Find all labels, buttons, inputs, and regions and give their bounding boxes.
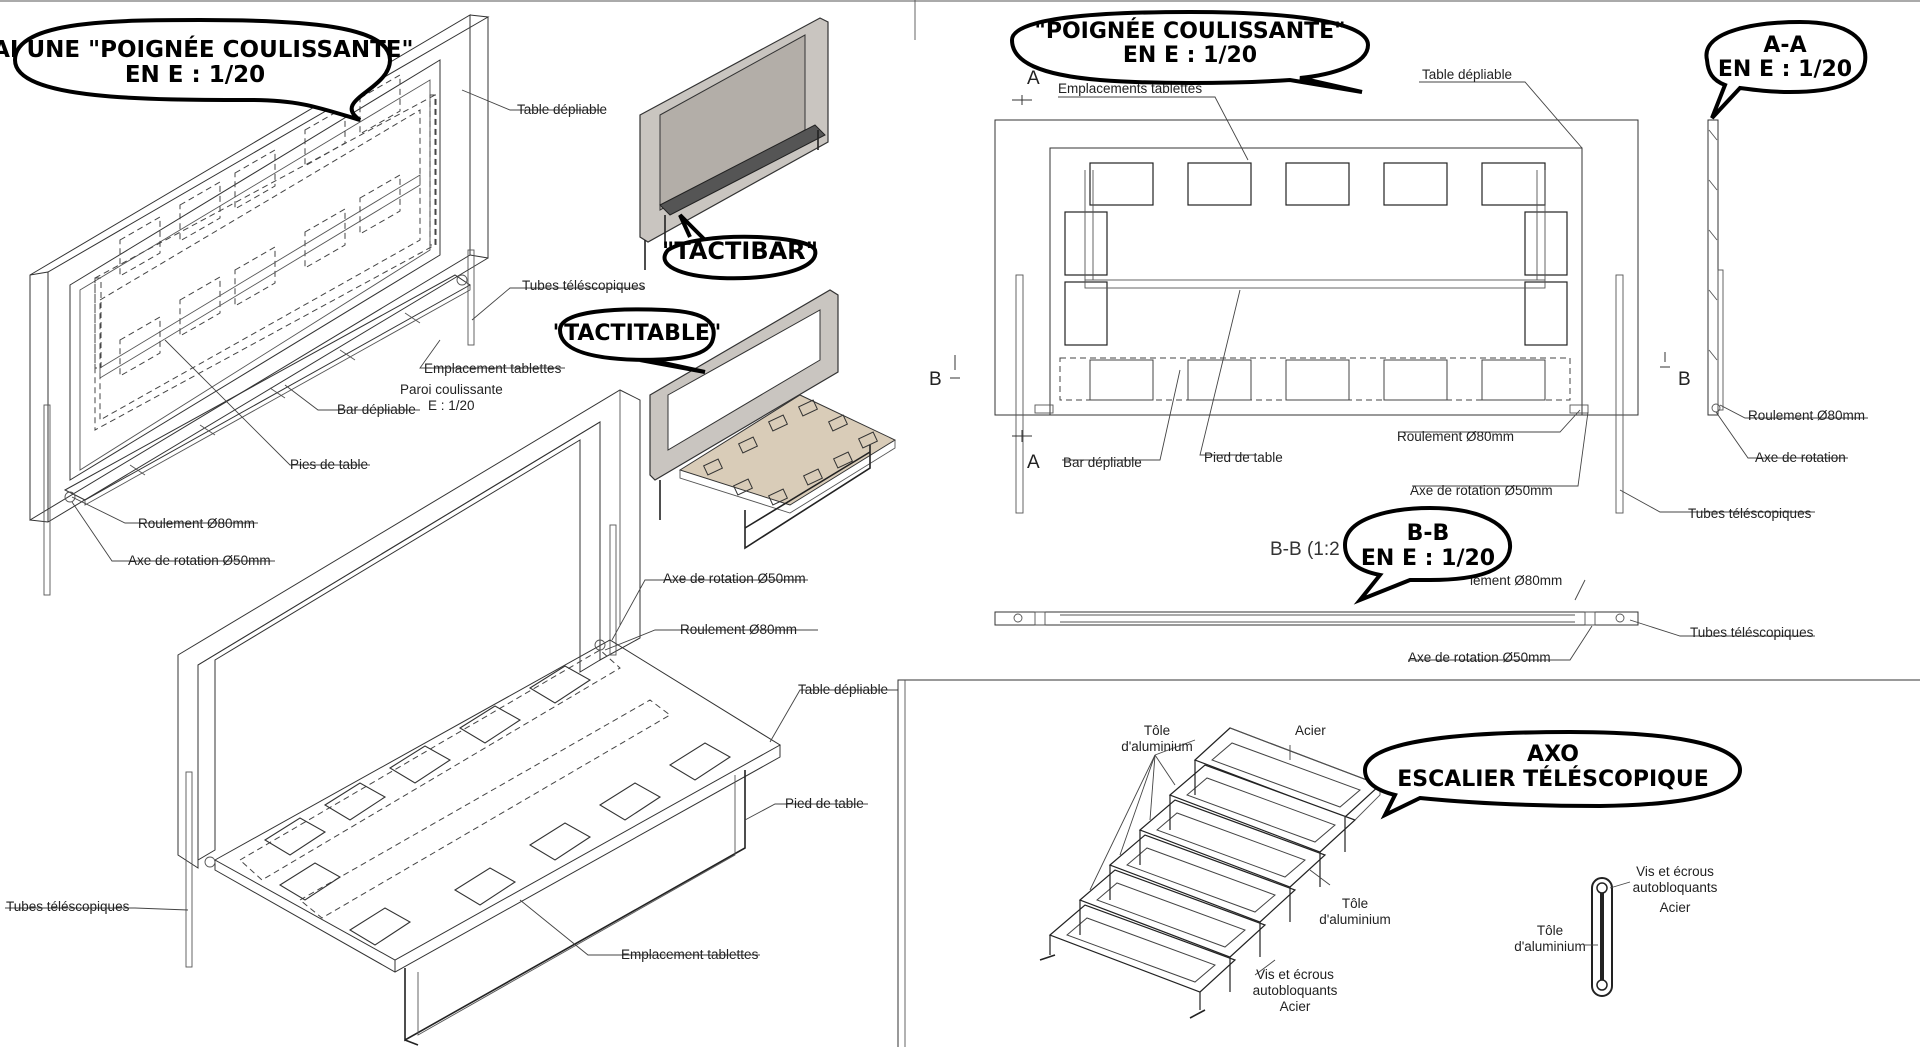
svg-text:J'AI UNE "POIGNÉE COULISSANTE": J'AI UNE "POIGNÉE COULISSANTE" — [0, 35, 413, 63]
bubble-section-bb: B-B EN E : 1/20 — [1342, 505, 1513, 605]
section-bb — [994, 611, 1639, 626]
bb-label-tubes: Tubes téléscopiques — [1690, 625, 1814, 640]
elev-label-bar: Bar dépliable — [1063, 455, 1142, 470]
iso2-label-emplacement: Emplacement tablettes — [621, 947, 759, 962]
svg-text:EN E : 1/20: EN E : 1/20 — [1123, 43, 1257, 68]
bracket-label-tole-1: Tôle — [1537, 923, 1563, 938]
svg-text:EN E : 1/20: EN E : 1/20 — [1361, 546, 1495, 571]
bb-title: B-B (1:2 — [1270, 539, 1340, 560]
elevation-view — [950, 95, 1670, 514]
bubble-tactibar: "TACTIBAR" — [662, 213, 818, 281]
svg-text:"TACTITABLE": "TACTITABLE" — [553, 321, 722, 346]
elev-label-axe: Axe de rotation Ø50mm — [1410, 483, 1553, 498]
elevation-tablets-top — [1064, 162, 1568, 346]
table-tablets — [263, 665, 732, 946]
bracket-label-tole-2: d'aluminium — [1514, 939, 1586, 954]
svg-text:EN E : 1/20: EN E : 1/20 — [125, 62, 265, 88]
stairs-leaders — [1089, 739, 1331, 976]
stairs-label-acier: Acier — [1295, 723, 1326, 738]
bracket-label-vis-1: Vis et écrous — [1636, 864, 1714, 879]
hidden-tablets-bottom — [119, 174, 401, 377]
tactitable-thumbnail — [649, 289, 897, 550]
iso2-label-axe: Axe de rotation Ø50mm — [663, 571, 806, 586]
unfolded-tabletop — [213, 639, 781, 961]
bracket-leaders — [1585, 881, 1631, 946]
iso1-label-emplacement: Emplacement tablettes — [424, 361, 562, 376]
elevation-wall — [994, 119, 1639, 416]
iso2-label-pied: Pied de table — [785, 796, 864, 811]
telescopic-tube — [185, 771, 193, 968]
svg-text:"POIGNÉE COULISSANTE": "POIGNÉE COULISSANTE" — [1034, 18, 1345, 44]
bracket-label-vis-3: Acier — [1660, 900, 1691, 915]
svg-text:A-A: A-A — [1763, 33, 1806, 58]
iso1-label-tubes: Tubes téléscopiques — [522, 278, 646, 293]
elev-label-tubes: Tubes téléscopiques — [1688, 506, 1812, 521]
bubble-tactitable: "TACTITABLE" — [553, 307, 722, 374]
cut-label-a-top: A — [1027, 68, 1040, 89]
elevation-tablets-bottom — [1089, 359, 1546, 401]
elev-label-pied: Pied de table — [1204, 450, 1283, 465]
iso1-label-paroi: Paroi coulissante — [400, 382, 503, 397]
telescopic-tube — [467, 249, 475, 346]
iso-view-folded — [29, 14, 490, 596]
stairs-panel — [897, 679, 1920, 1047]
iso1-label-axe: Axe de rotation Ø50mm — [128, 553, 271, 568]
iso1-label-echelle: E : 1/20 — [428, 398, 475, 413]
telescopic-tube — [1015, 274, 1024, 514]
aa-label-axe: Axe de rotation — [1755, 450, 1846, 465]
svg-text:B-B: B-B — [1407, 521, 1450, 546]
stairs-label-vis-1: Vis et écrous — [1256, 967, 1334, 982]
svg-text:"TACTIBAR": "TACTIBAR" — [662, 237, 818, 265]
aa-label-roulement: Roulement Ø80mm — [1748, 408, 1865, 423]
iso1-label-table-depliable: Table dépliable — [517, 102, 607, 117]
svg-text:EN E : 1/20: EN E : 1/20 — [1718, 57, 1852, 82]
bubble-section-aa: A-A EN E : 1/20 — [1704, 19, 1868, 120]
cut-label-b-right: B — [1678, 369, 1691, 390]
stairs-label-vis-3: Acier — [1280, 999, 1311, 1014]
stairs-label-vis-2: autobloquants — [1253, 983, 1338, 998]
svg-text:ESCALIER TÉLÉSCOPIQUE: ESCALIER TÉLÉSCOPIQUE — [1397, 766, 1709, 792]
cut-label-a-bottom: A — [1027, 452, 1040, 473]
stairs-label-tole-top-2: d'aluminium — [1121, 739, 1193, 754]
iso1-label-roulement: Roulement Ø80mm — [138, 516, 255, 531]
elev-label-roulement: Roulement Ø80mm — [1397, 429, 1514, 444]
bb-label-roulement: lement Ø80mm — [1470, 573, 1562, 588]
bracket-label-vis-2: autobloquants — [1633, 880, 1718, 895]
iso2-label-table: Table dépliable — [798, 682, 888, 697]
svg-text:AXO: AXO — [1527, 742, 1579, 767]
telescopic-stairs — [1039, 727, 1382, 1019]
telescopic-tube — [43, 404, 51, 596]
telescopic-tube — [609, 524, 617, 656]
iso1-label-bar: Bar dépliable — [337, 402, 416, 417]
elevation-leaders — [1058, 81, 1815, 513]
stairs-label-tole-right-1: Tôle — [1342, 896, 1368, 911]
tactibar-thumbnail — [639, 17, 829, 270]
cut-label-b-left: B — [929, 369, 942, 390]
bubble-main-iso: J'AI UNE "POIGNÉE COULISSANTE" EN E : 1/… — [0, 17, 413, 122]
stairs-label-tole-top-1: Tôle — [1144, 723, 1170, 738]
bubble-elevation: "POIGNÉE COULISSANTE" EN E : 1/20 — [1009, 9, 1371, 94]
stairs-label-tole-right-2: d'aluminium — [1319, 912, 1391, 927]
slotted-bracket-detail — [1591, 877, 1613, 997]
iso2-leaders — [5, 579, 898, 956]
telescopic-tube — [1615, 274, 1624, 514]
section-bb-leaders — [1408, 579, 1815, 661]
iso1-label-pies: Pies de table — [290, 457, 368, 472]
bb-label-axe: Axe de rotation Ø50mm — [1408, 650, 1551, 665]
section-aa — [1707, 119, 1724, 416]
bubble-axo: AXO ESCALIER TÉLÉSCOPIQUE — [1362, 729, 1743, 820]
iso2-label-tubes: Tubes téléscopiques — [6, 899, 130, 914]
iso1-leaders — [71, 89, 645, 562]
section-aa-leaders — [1715, 404, 1868, 459]
hidden-tablets-top — [119, 74, 401, 277]
iso2-label-roulement: Roulement Ø80mm — [680, 622, 797, 637]
elev-label-table: Table dépliable — [1422, 67, 1512, 82]
